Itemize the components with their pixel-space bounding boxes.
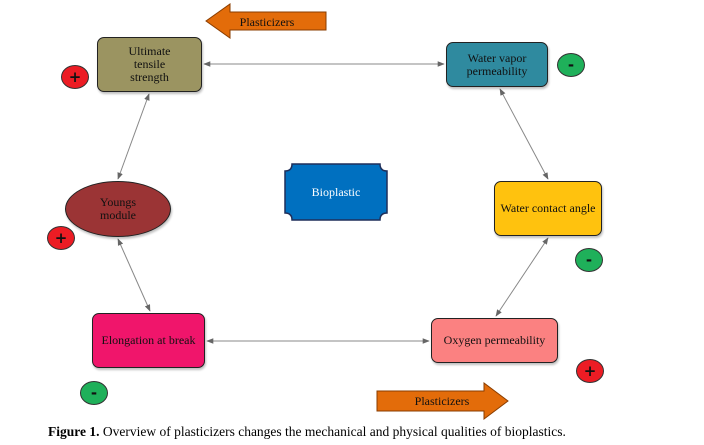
node-label: Oxygen permeability xyxy=(443,333,546,347)
minus-sign-icon: - xyxy=(80,381,108,405)
minus-sign-icon: - xyxy=(557,53,585,77)
node-ultimate-tensile-strength: Ultimate tensile strength xyxy=(97,37,202,92)
node-water-contact-angle: Water contact angle xyxy=(494,181,602,236)
node-label: Youngs module xyxy=(99,195,137,222)
plasticizers-label-top: Plasticizers xyxy=(239,14,295,29)
plasticizer-arrow-left xyxy=(205,3,327,39)
node-bioplastic: Bioplastic xyxy=(284,163,388,221)
node-label: Water contact angle xyxy=(500,201,596,215)
node-label: Elongation at break xyxy=(101,333,196,347)
connector-ym-uts xyxy=(117,93,150,180)
caption-text: Overview of plasticizers changes the mec… xyxy=(99,424,566,439)
bioplastic-plaque-shape xyxy=(284,163,388,221)
node-youngs-module: Youngs module xyxy=(65,181,171,237)
figure-caption: Figure 1. Overview of plasticizers chang… xyxy=(48,424,688,440)
plus-sign-icon: + xyxy=(61,65,89,89)
plus-sign-icon: + xyxy=(47,226,75,250)
minus-sign-icon: - xyxy=(575,248,603,272)
connector-eab-ym xyxy=(117,238,151,312)
caption-label: Figure 1. xyxy=(48,424,100,439)
plus-sign-icon: + xyxy=(576,359,604,383)
plasticizer-arrow-right xyxy=(376,382,509,420)
connector-wca-op xyxy=(495,237,549,317)
connector-wvp-wca xyxy=(499,88,549,180)
node-label: Water vapor permeability xyxy=(466,50,528,78)
node-water-vapor-permeability: Water vapor permeability xyxy=(446,42,548,87)
node-label: Bioplastic xyxy=(311,184,361,199)
node-oxygen-permeability: Oxygen permeability xyxy=(431,318,558,363)
node-label: Ultimate tensile strength xyxy=(128,44,171,84)
plasticizers-label-bottom: Plasticizers xyxy=(414,393,470,408)
node-elongation-at-break: Elongation at break xyxy=(92,313,205,368)
